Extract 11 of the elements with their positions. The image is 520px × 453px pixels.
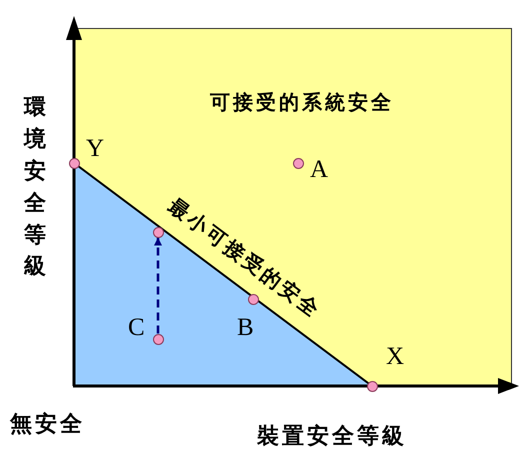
point-label: B [237, 315, 254, 340]
axis-title: 環境安全等級 [24, 93, 46, 282]
point-label: C [128, 315, 145, 340]
region-label: 可接受的系統安全 [210, 92, 394, 112]
axis-title: 裝置安全等級 [257, 425, 407, 447]
origin-label: 無安全 [10, 413, 85, 435]
point-label: Y [86, 136, 104, 161]
point-marker [68, 158, 80, 168]
point-label: A [310, 157, 328, 182]
arrow [154, 238, 162, 334]
point-label: X [386, 344, 404, 369]
